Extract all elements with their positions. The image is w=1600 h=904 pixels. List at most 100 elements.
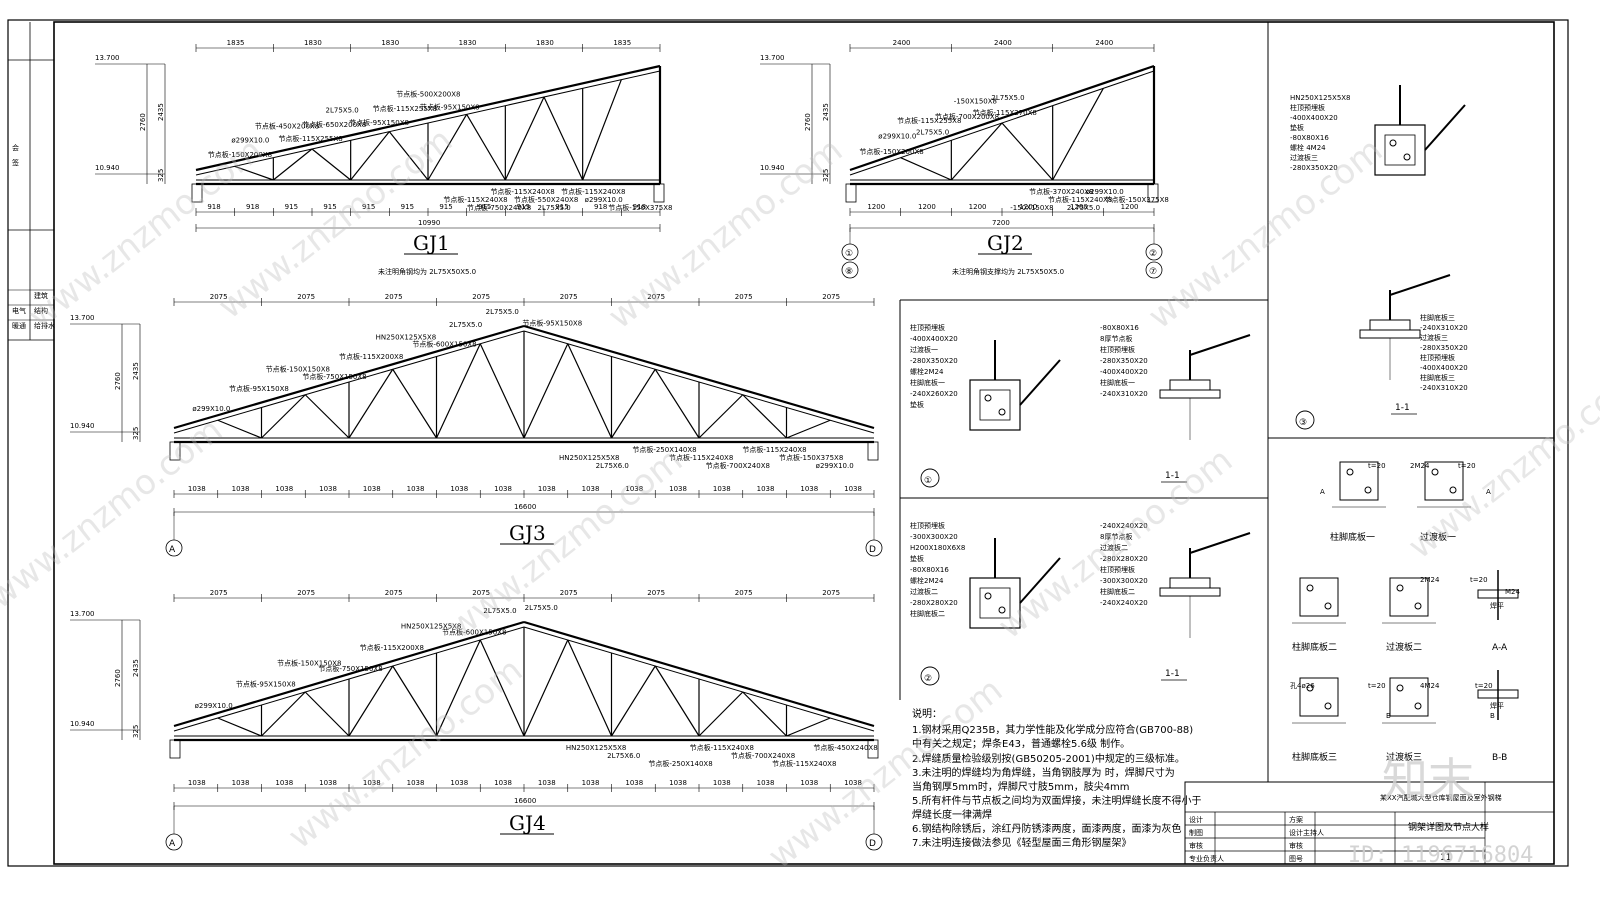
diagonal-web [610,665,656,737]
notes-line-2: 2.焊缝质量检验级别按(GB50205-2001)中规定的三级标准。 [912,752,1185,765]
member-label: ø299X10.0 [1086,188,1124,196]
diagonal-web [900,157,952,181]
top-dim-label: 2075 [297,589,315,597]
bottom-dim-label: 1038 [494,779,512,787]
strip-label-2: 建筑 [34,291,48,300]
member-label: ø299X10.0 [816,462,854,470]
plate-0: 柱脚底板一 [1330,461,1386,543]
support-right [867,739,879,759]
member-label: 节点板-150X200X8 [208,150,272,159]
axis-label-left: ① [845,249,853,259]
plate-name: A-A [1492,643,1508,653]
detail-label: 柱顶预埋板 [1290,103,1325,112]
bottom-dim-label: 1038 [188,779,206,787]
diagonal-web [392,665,438,737]
member-label: 节点板-95X150X8 [522,318,582,327]
detail-label: -280X350X20 [1420,344,1468,352]
notes-line-0: 1.钢材采用Q235B，其力学性能及化学成分应符合(GB700-88) [912,723,1193,736]
top-dim-label: 2075 [735,293,753,301]
top-dim-label: 2075 [822,589,840,597]
section-plate [1159,587,1221,597]
plate-tag: B [1386,712,1391,720]
section-label: 1-1 [1395,403,1410,413]
member-label: 2L75X5.0 [916,129,949,137]
plate-outline [1424,461,1464,501]
section-rafter [1389,274,1451,296]
watermark-4: www.znzmo.com [0,410,230,617]
tb-row-2: 审核 [1189,841,1203,850]
plate-tag: t=20 [1475,682,1493,690]
axis-label-right: ② [1149,249,1157,259]
plate-tag: t=20 [1368,682,1386,690]
top-dim-label: 2075 [472,293,490,301]
plate-hole [1396,684,1404,692]
detail-number: ③ [1299,418,1307,428]
member-label: 2L75X5.0 [326,106,359,114]
bottom-dim-label: 918 [633,203,646,211]
member-label: 节点板-700X240X8 [731,751,795,760]
height-eave: 325 [132,427,140,440]
bottom-dim-label: 918 [246,203,259,211]
top-dim-label: 1830 [381,39,399,47]
tb-row-0: 设计 [1189,815,1203,824]
notes-title: 说明： [912,707,942,720]
member-label: 2L75X5.0 [1067,204,1100,212]
bottom-dim-label: 918 [207,203,220,211]
detail-label: 柱脚底板二 [1100,587,1135,596]
plate-hole [1396,584,1404,592]
bottom-dim-label: 1038 [582,779,600,787]
diagonal-web [272,148,313,181]
site-logo: 知末 [1382,753,1474,807]
plate-tag: B [1490,712,1495,720]
bottom-dim-label: 1038 [713,779,731,787]
detail-label: H200X180X6X8 [910,544,965,552]
strip-label-3: 结构 [34,306,48,315]
detail-label: -400X400X20 [1100,368,1148,376]
bottom-dim-label: 1038 [494,485,512,493]
plate-2: 柱脚底板二 [1292,577,1346,653]
plate-name: 柱脚底板一 [1330,531,1375,543]
bottom-dim-label: 915 [555,203,568,211]
member-label: 节点板-95X150X8 [236,680,296,689]
diagonal-web [786,717,831,737]
detail-d2: 柱顶预埋板-300X300X20H200X180X6X8垫板-80X80X16螺… [910,521,1251,686]
detail-label: 螺栓2M24 [910,576,944,585]
diagonal-web [348,665,394,737]
strip-label-1: 签 [12,158,19,167]
diagonal-web [654,665,700,737]
tb-col-1: 设计主持人 [1289,828,1324,837]
bottom-dim-label: 1038 [232,779,250,787]
transition-plate [979,389,1011,421]
elevation-top: 13.700 [760,54,785,62]
plate-6: 过渡板三 [1382,677,1436,763]
section-label: 1-1 [1165,669,1180,679]
axis-label-left: A [169,839,176,849]
member-label: 节点板-115X240X8 [772,759,836,768]
member-label: 节点板-450X240X8 [813,743,877,752]
bottom-dim-label: 1038 [713,485,731,493]
elevation-top: 13.700 [70,610,95,618]
diagonal-web [234,165,274,181]
notes-line-5: 5.所有杆件与节点板之间均为双面焊接，未注明焊缝长度不得小于 [912,794,1202,807]
bottom-dim-label: 1038 [319,485,337,493]
bottom-dim-label: 1038 [275,779,293,787]
diagonal-web [348,368,394,439]
diagonal-web [698,394,744,439]
plate-hole [1324,602,1332,610]
member-label: 节点板-150X375X8 [1105,195,1169,204]
notes-line-6: 焊缝长度一律满焊 [912,808,992,821]
top-chord [173,324,525,430]
detail-label: -240X310X20 [1420,324,1468,332]
member-label: -150X150X8 [1010,204,1053,212]
top-chord-right [523,620,875,728]
bolt-hole [984,592,992,600]
detail-label: -280X280X20 [1100,555,1148,563]
member-label: 2L75X6.0 [607,752,640,760]
plate-hole [1414,702,1422,710]
plate-tag: 孔4ø26 [1290,682,1315,690]
top-dim-label: 2400 [994,39,1012,47]
